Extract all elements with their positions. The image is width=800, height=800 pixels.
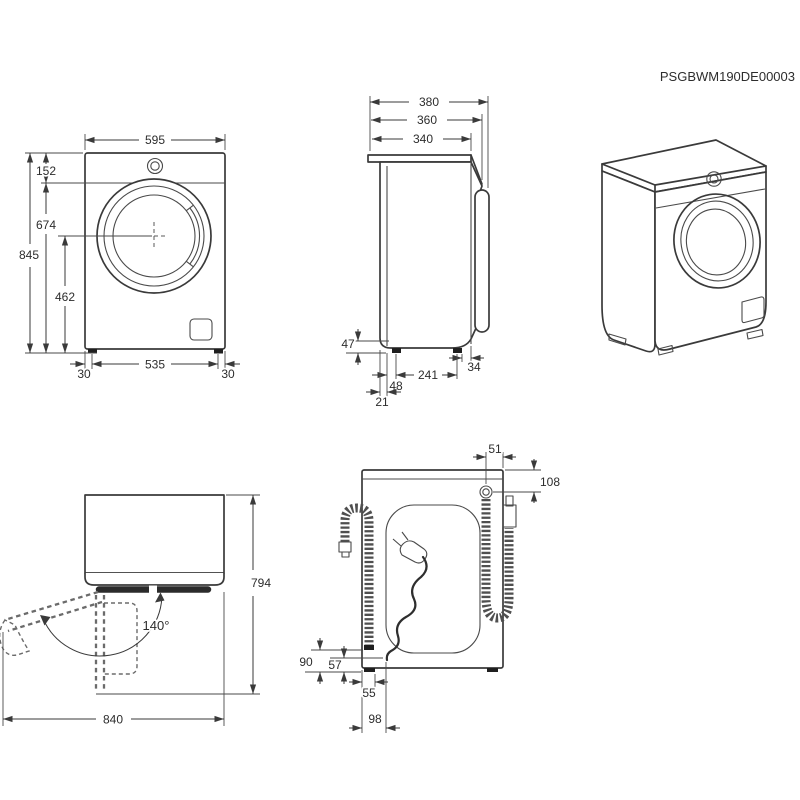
drain-hose [340,503,374,648]
rear-panel-outline [361,469,504,669]
dim-front-top-to-panel: 152 [36,164,56,178]
rear-right-foot [487,668,498,672]
dim-rear-cord-from-side: 98 [368,712,382,726]
persp-door-glass [685,208,747,276]
dim-side-base-clearance: 47 [341,337,355,351]
swing-door-140-edge1 [4,590,99,622]
swing-arc-arrow-end [40,615,51,626]
inlet-hose-connector-cap [505,495,514,507]
drain-hose-outlet [364,645,374,650]
dim-side-rear-to-foot: 48 [389,379,403,393]
persp-knob-inner [709,174,719,184]
rear-left-foot [364,668,375,672]
dim-side-foot-to-front: 34 [467,360,481,374]
side-rear-foot [392,348,401,353]
side-worktop [367,154,472,163]
inlet-valve [479,485,493,499]
door-handle [185,204,201,268]
swing-door-140-panel [0,619,31,656]
dim-swing-angle: 140° [143,618,170,633]
dim-side-depth-overall: 380 [419,95,439,109]
dim-front-height: 845 [19,248,39,262]
dim-rear-cord-height: 57 [328,658,342,672]
swing-door-140-edge2 [7,600,103,633]
side-front-foot [453,348,462,353]
program-knob-icon [146,157,164,175]
drain-hose-fitting [338,541,352,553]
dim-rear-drain-from-side: 55 [362,686,376,700]
drain-hose-fitting-tip [341,551,350,558]
front-right-foot [214,349,223,354]
door-center-crosshair [140,222,168,250]
swing-cabinet-top [84,494,225,574]
swing-arc-arrow-start [155,592,165,603]
program-knob-inner [150,161,160,171]
dim-rear-drain-height: 90 [299,655,313,669]
inlet-hose-connector [502,504,517,528]
persp-panel-line [655,188,766,209]
side-cabinet-outline [379,161,483,349]
dim-front-foot-left: 30 [77,367,91,381]
persp-filter-flap [741,296,765,324]
power-cord [385,555,428,662]
persp-foot-left [608,333,627,346]
swing-door-90-panel [104,602,138,675]
dim-rear-inlet-from-top: 108 [540,475,560,489]
persp-foot-front [657,344,674,356]
power-plug-prongs [392,531,409,547]
swing-arc [42,597,163,657]
side-door-bulge [474,189,490,333]
side-worktop-front-edge [470,154,483,185]
dim-front-width: 595 [145,133,165,147]
dim-swing-width-open: 840 [103,713,123,727]
persp-front-face [654,171,767,351]
rear-view: 51 108 90 57 55 98 [298,440,562,733]
perspective-view [601,139,767,356]
dim-side-depth-mid: 360 [417,113,437,127]
dim-side-rear-gap: 21 [375,395,389,409]
persp-door-mid [680,200,754,282]
dim-rear-inlet-from-side: 51 [488,442,502,456]
power-plug-icon [399,540,428,564]
dim-front-foot-right: 30 [221,367,235,381]
persp-knob-icon [706,171,722,187]
rear-inner-panel [385,504,481,654]
persp-left-face [601,170,656,353]
inlet-valve-inner [482,488,490,496]
dim-swing-depth-open: 794 [251,576,271,590]
dim-front-feet-span: 535 [145,358,165,372]
inlet-hose [481,499,514,623]
front-view: 595 845 152 674 462 30 535 30 [17,131,240,383]
persp-door-outer [673,193,761,289]
dim-front-center-to-floor: 462 [55,290,75,304]
door-swing-view: 140° 794 840 [0,494,273,728]
dim-side-depth-body: 340 [413,132,433,146]
side-view: 380 360 340 47 34 241 48 21 [340,93,490,411]
front-left-foot [88,349,97,354]
drain-filter-flap [189,318,213,341]
swing-door-notch [149,585,157,594]
swing-front-band [84,573,225,586]
dim-front-panel-to-floor: 674 [36,218,56,232]
dim-side-feet-span: 241 [418,368,438,382]
persp-foot-right [746,328,764,340]
part-number: PSGBWM190DE00003 [660,69,795,84]
